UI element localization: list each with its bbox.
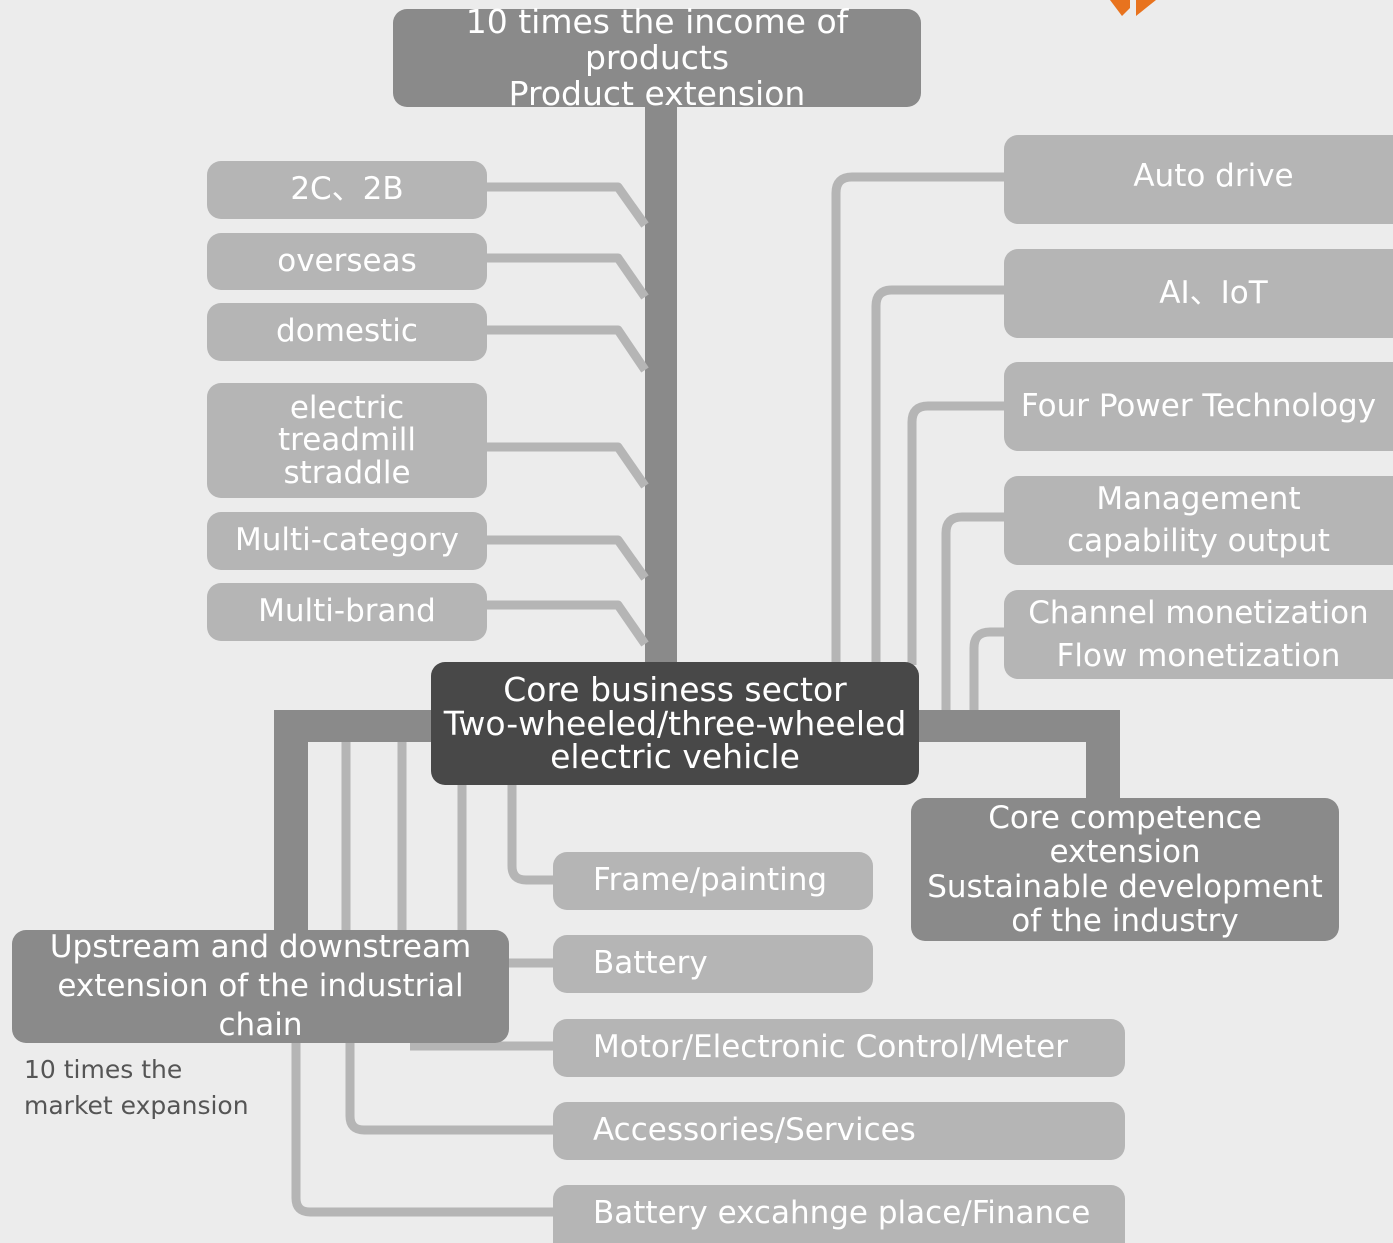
competence-node: Core competence extension Sustainable de… bbox=[911, 798, 1339, 941]
top-node-product-extension: 10 times the income of products Product … bbox=[393, 3, 921, 112]
left-item-multi-category: Multi-category bbox=[207, 512, 487, 570]
left-item-domestic: domestic bbox=[207, 303, 487, 361]
line-multi-brand bbox=[485, 600, 649, 647]
chain-item-label: Motor/Electronic Control/Meter bbox=[593, 1029, 1068, 1066]
line-accessories bbox=[345, 1043, 556, 1135]
line-electric bbox=[485, 442, 649, 489]
market-expansion-note: 10 times the market expansion bbox=[24, 1055, 249, 1121]
chain-node-industrial-chain: Upstream and downstream extension of the… bbox=[12, 929, 509, 1043]
line-frame bbox=[507, 785, 556, 885]
chain-item-battery: Battery bbox=[553, 935, 873, 993]
main-trunk-lines bbox=[274, 105, 1120, 935]
chain-item-label: Frame/painting bbox=[593, 862, 828, 899]
left-item-label: electric treadmill straddle bbox=[277, 389, 416, 491]
right-item-label: AI、IoT bbox=[1159, 274, 1268, 311]
left-item-2c-2b: 2C、2B bbox=[207, 161, 487, 219]
chain-item-accessories-services: Accessories/Services bbox=[553, 1102, 1125, 1160]
chain-item-battery-exchange-finance: Battery excahnge place/Finance bbox=[553, 1185, 1125, 1243]
line-battery-exchange bbox=[291, 1043, 556, 1217]
chain-item-motor-control-meter: Motor/Electronic Control/Meter bbox=[553, 1019, 1125, 1077]
right-item-label: Management capability output bbox=[1067, 480, 1330, 559]
branch-lines bbox=[291, 172, 1004, 1217]
right-item-four-power-technology: Four Power Technology bbox=[1004, 362, 1393, 451]
left-item-label: domestic bbox=[276, 313, 418, 350]
chain-item-label: Battery excahnge place/Finance bbox=[593, 1195, 1091, 1232]
left-item-overseas: overseas bbox=[207, 233, 487, 290]
trunk-right-horizontal bbox=[915, 710, 1120, 742]
line-domestic bbox=[485, 325, 649, 373]
core-node-business-sector: Core business sector Two-wheeled/three-w… bbox=[431, 662, 919, 785]
right-item-label: Channel monetization Flow monetization bbox=[1028, 594, 1369, 674]
line-management bbox=[941, 512, 1004, 710]
trunk-right-vertical bbox=[1086, 710, 1120, 802]
right-item-label: Four Power Technology bbox=[1020, 387, 1377, 424]
right-item-ai-iot: AI、IoT bbox=[1004, 249, 1393, 338]
competence-node-label: Core competence extension Sustainable de… bbox=[927, 800, 1323, 939]
top-node-label: 10 times the income of products Product … bbox=[465, 1, 849, 114]
trunk-left-vertical bbox=[274, 710, 308, 935]
left-item-label: 2C、2B bbox=[290, 171, 404, 208]
core-node-label: Core business sector Two-wheeled/three-w… bbox=[443, 670, 907, 777]
line-multi-category bbox=[485, 535, 649, 581]
right-item-channel-flow-monetization: Channel monetization Flow monetization bbox=[1004, 590, 1393, 679]
line-overseas bbox=[485, 253, 649, 300]
left-item-label: overseas bbox=[277, 242, 417, 279]
line-channel bbox=[969, 627, 1004, 710]
line-2c2b bbox=[485, 182, 649, 228]
chain-item-frame-painting: Frame/painting bbox=[553, 852, 873, 910]
chain-item-label: Accessories/Services bbox=[593, 1112, 916, 1149]
chain-item-label: Battery bbox=[593, 945, 708, 982]
line-auto-drive bbox=[831, 172, 1004, 665]
chain-node-label: Upstream and downstream extension of the… bbox=[49, 929, 472, 1043]
right-item-label: Auto drive bbox=[1133, 157, 1294, 194]
left-item-label: Multi-brand bbox=[258, 593, 436, 630]
line-ai-iot bbox=[871, 285, 1004, 665]
left-item-label: Multi-category bbox=[235, 522, 459, 559]
line-four-power bbox=[907, 401, 1004, 665]
trunk-top bbox=[645, 105, 677, 665]
left-item-electric-treadmill-straddle: electric treadmill straddle bbox=[207, 383, 487, 498]
right-item-management-capability-output: Management capability output bbox=[1004, 476, 1393, 565]
right-item-auto-drive: Auto drive bbox=[1004, 135, 1393, 224]
left-item-multi-brand: Multi-brand bbox=[207, 583, 487, 641]
brand-logo-icon bbox=[1110, 0, 1156, 16]
